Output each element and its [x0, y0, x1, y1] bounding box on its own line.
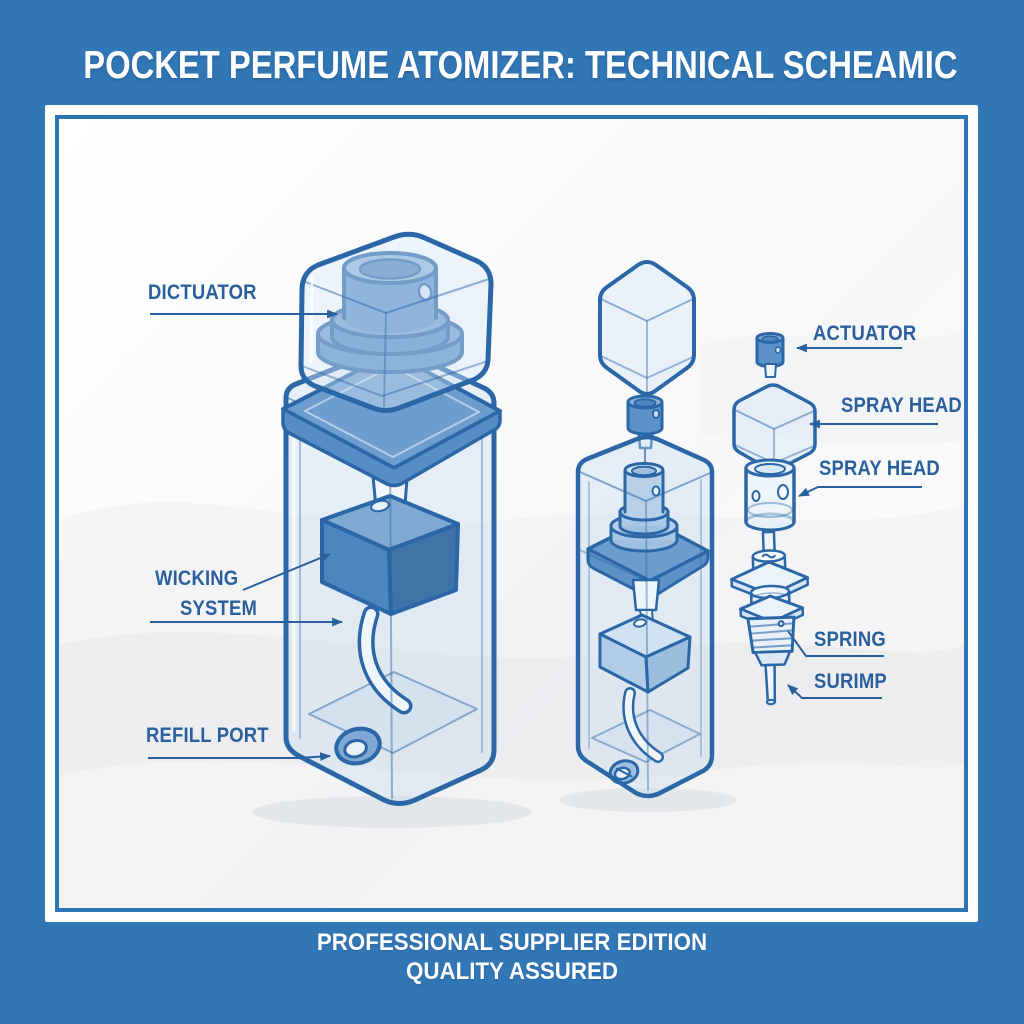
- spring-connector: [787, 630, 884, 657]
- label-actuator: ACTUATOR: [813, 322, 917, 345]
- label-spray-head-lower: SPRAY HEAD: [819, 457, 940, 480]
- mini-actuator: [755, 332, 785, 378]
- spray-head: [342, 251, 438, 333]
- page-title: POCKET PERFUME ATOMIZER: TECHNICAL SCHEA…: [83, 44, 958, 87]
- dip-tube-stem: [764, 663, 777, 706]
- label-wicking: WICKING: [155, 567, 239, 590]
- transparent-cap: [298, 231, 494, 413]
- title-bar: POCKET PERFUME ATOMIZER: TECHNICAL SCHEA…: [0, 46, 1024, 86]
- footer: PROFESSIONAL SUPPLIER EDITION QUALITY AS…: [0, 928, 1024, 986]
- schematic-illustration: [59, 231, 964, 908]
- label-dictuator: DICTUATOR: [148, 281, 257, 304]
- surimp-connector: [787, 684, 882, 699]
- exploded-parts: [730, 332, 817, 706]
- mini-spray-head-cylinder: [744, 458, 796, 532]
- exploded-atomizer: [560, 260, 736, 812]
- wicking-box: [598, 613, 692, 694]
- floating-actuator: [626, 394, 664, 465]
- footer-line1: PROFESSIONAL SUPPLIER EDITION: [316, 929, 708, 956]
- leader-lines: [148, 309, 938, 762]
- shadow: [252, 796, 532, 828]
- label-spray-head-upper: SPRAY HEAD: [841, 394, 962, 417]
- bottle-body-outline: [575, 434, 715, 799]
- inner-wall-lines: [588, 479, 702, 757]
- label-refill-port: REFILL PORT: [146, 724, 269, 747]
- diagram-panel: DICTUATOR WICKING SYSTEM REFILL PORT ACT…: [45, 105, 978, 922]
- refill-port-ring: [334, 726, 382, 766]
- diagram-panel-inner: DICTUATOR WICKING SYSTEM REFILL PORT ACT…: [55, 115, 968, 912]
- mini-cap: [732, 383, 817, 472]
- refill-port-arrow: [148, 752, 332, 762]
- curved-tube: [622, 687, 664, 763]
- footer-line2: QUALITY ASSURED: [405, 958, 619, 985]
- wicking-box: [320, 494, 460, 616]
- wicking-connector: [242, 553, 332, 591]
- floating-cap: [598, 260, 696, 396]
- housing-taper: [753, 650, 792, 667]
- nozzle-hole: [651, 485, 661, 497]
- label-surimp: SURIMP: [814, 670, 887, 693]
- curved-tube: [357, 605, 413, 715]
- label-system: SYSTEM: [180, 597, 258, 620]
- shadow: [560, 788, 736, 812]
- assembled-atomizer: [252, 231, 532, 828]
- spray-head: [623, 462, 665, 519]
- body-front-edge: [389, 445, 393, 799]
- pump-assembly: [730, 530, 810, 706]
- spray-head-lower-connector: [798, 486, 922, 497]
- label-spring: SPRING: [814, 628, 886, 651]
- spring-housing: [746, 615, 796, 655]
- body-front-edge: [645, 500, 649, 791]
- seam-line: [579, 549, 711, 582]
- inner-wall-lines: [299, 411, 483, 753]
